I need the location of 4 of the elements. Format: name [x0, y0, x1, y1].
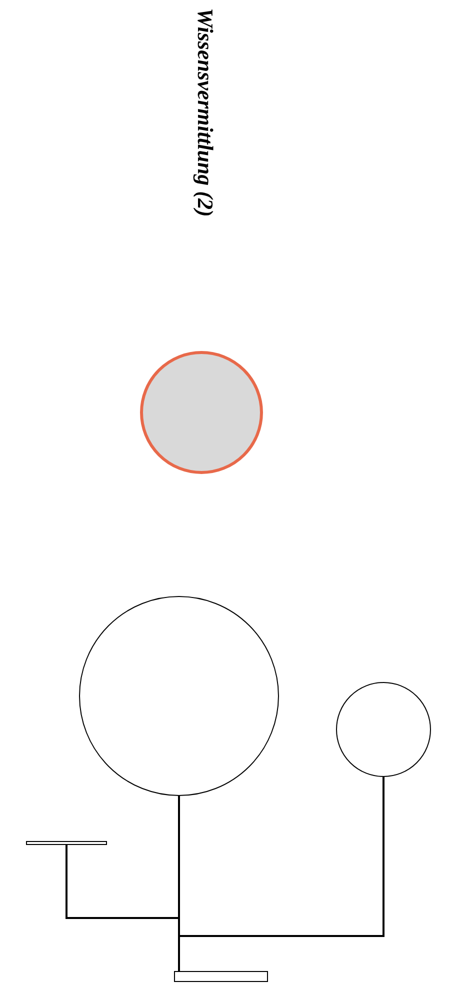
bar-node	[174, 971, 268, 982]
connector-line	[178, 777, 384, 971]
diagram-title: Wissensvermittlung (2)	[192, 8, 218, 217]
bar-node	[26, 841, 107, 845]
